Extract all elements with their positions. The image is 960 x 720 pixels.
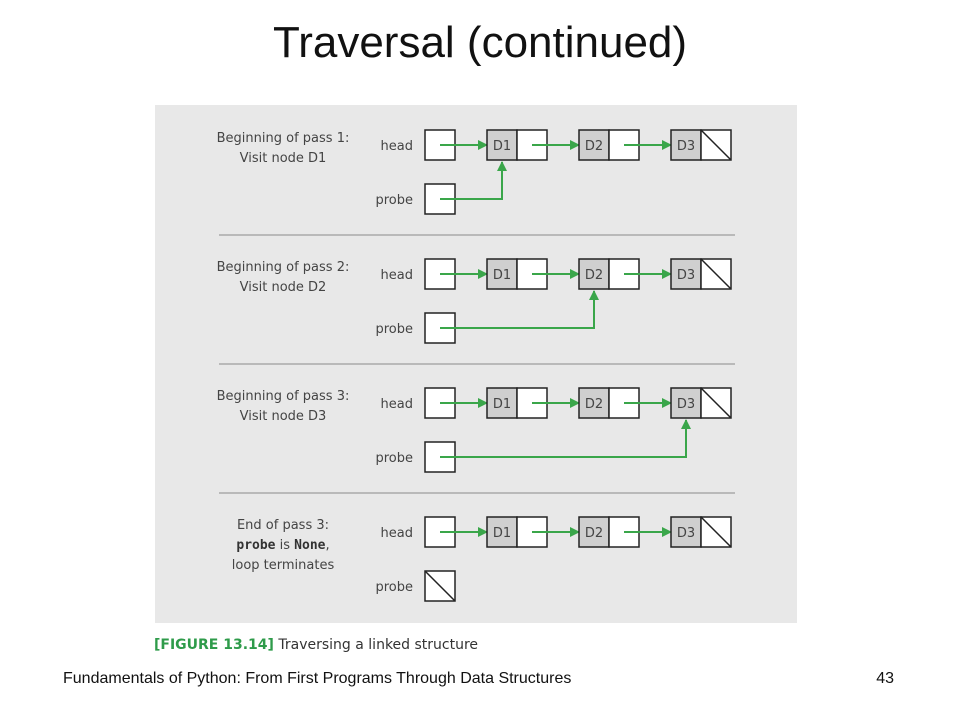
head-label: head — [381, 268, 413, 283]
node-data-cell — [578, 387, 610, 419]
node-label: D1 — [493, 139, 511, 154]
null-pointer-slash — [700, 387, 732, 419]
head-label: head — [381, 139, 413, 154]
node-next-cell — [608, 258, 640, 290]
node-data-cell — [670, 516, 702, 548]
pass-description: probe is None, — [236, 538, 329, 553]
probe-label: probe — [375, 322, 413, 337]
node-label: D2 — [585, 139, 603, 154]
node-data-cell — [486, 129, 518, 161]
footer-book-title: Fundamentals of Python: From First Progr… — [63, 670, 572, 687]
node-label: D3 — [677, 268, 695, 283]
slide-title: Traversal (continued) — [272, 18, 688, 67]
pass-description-part: is — [276, 538, 295, 553]
pass-description: loop terminates — [232, 558, 335, 573]
node-label: D2 — [585, 268, 603, 283]
pass-description: Visit node D2 — [240, 280, 327, 295]
node-data-cell — [486, 516, 518, 548]
probe-arrow — [440, 419, 691, 458]
probe-label: probe — [375, 580, 413, 595]
node-label: D1 — [493, 526, 511, 541]
pass-description: Beginning of pass 1: — [217, 131, 350, 146]
node-data-cell — [486, 387, 518, 419]
null-pointer-slash — [700, 258, 732, 290]
probe-arrow — [440, 161, 507, 200]
pass-description-part: probe — [236, 538, 275, 553]
pass-description: Visit node D3 — [240, 409, 327, 424]
caption-label: [FIGURE 13.14] — [154, 637, 274, 653]
node-data-cell — [578, 129, 610, 161]
pass-description: End of pass 3: — [237, 518, 329, 533]
pass-description-part: None — [294, 538, 325, 553]
page-number: 43 — [876, 670, 894, 687]
figure-caption: [FIGURE 13.14] Traversing a linked struc… — [154, 637, 478, 653]
null-pointer-slash — [700, 516, 732, 548]
node-label: D1 — [493, 397, 511, 412]
probe-label: probe — [375, 451, 413, 466]
pass-description: Beginning of pass 2: — [217, 260, 350, 275]
node-label: D3 — [677, 397, 695, 412]
null-pointer-slash — [700, 129, 732, 161]
pass-description: Visit node D1 — [240, 151, 327, 166]
node-label: D2 — [585, 397, 603, 412]
pass-description-part: , — [325, 538, 329, 553]
head-label: head — [381, 526, 413, 541]
node-label: D1 — [493, 268, 511, 283]
pass-description: Beginning of pass 3: — [217, 389, 350, 404]
probe-arrow — [440, 290, 599, 329]
node-data-cell — [578, 258, 610, 290]
node-data-cell — [670, 129, 702, 161]
node-label: D2 — [585, 526, 603, 541]
node-label: D3 — [677, 526, 695, 541]
probe-label: probe — [375, 193, 413, 208]
head-label: head — [381, 397, 413, 412]
node-label: D3 — [677, 139, 695, 154]
caption-text: Traversing a linked structure — [278, 637, 479, 653]
probe-null-slash — [424, 570, 456, 602]
